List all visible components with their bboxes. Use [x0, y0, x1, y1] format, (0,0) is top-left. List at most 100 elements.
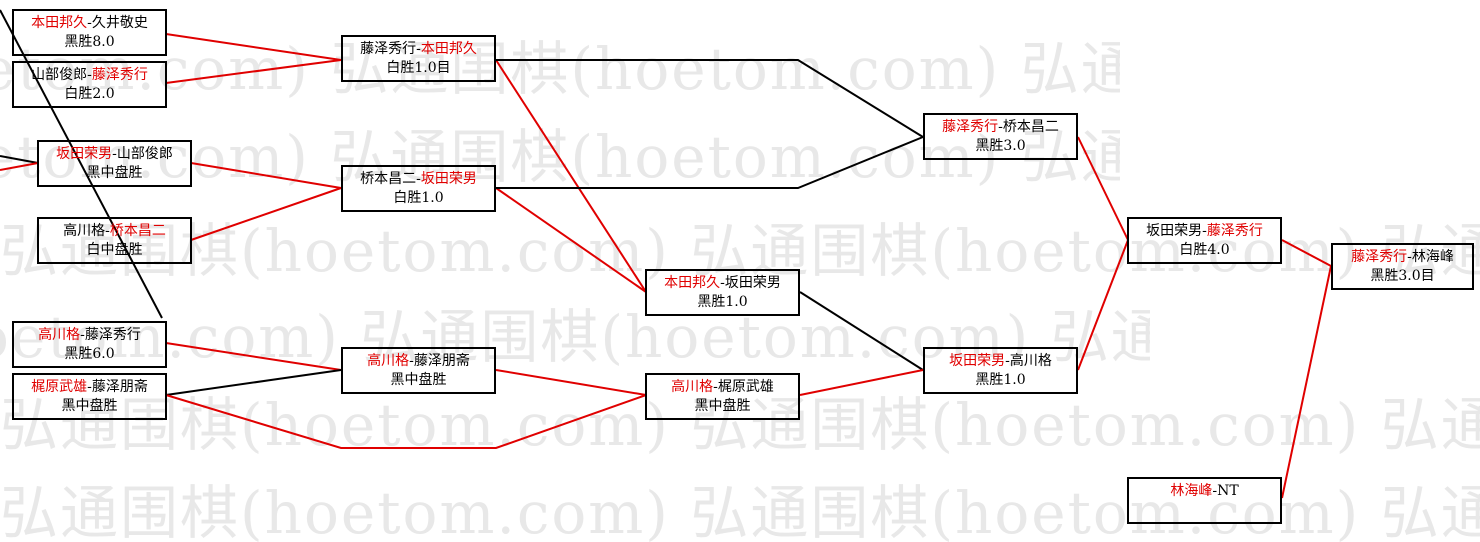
connector-line	[1281, 265, 1332, 499]
watermark-text: 弘通围棋(hoetom.com)	[1380, 396, 1480, 454]
connector-line	[165, 59, 342, 84]
watermark-text: 弘通围棋(hoetom.com)	[1020, 40, 1120, 98]
match-result: 黑中盘胜	[61, 398, 118, 414]
watermark-row: 弘通围棋(hoetom.com) 弘通围棋(hoetom.com) 弘通围棋(h…	[0, 40, 1120, 98]
match-result: 黑中盘胜	[390, 372, 447, 388]
winner-name: 林海峰	[1170, 483, 1213, 499]
winner-name: 藤泽秀行	[1206, 223, 1263, 239]
watermark-text: 弘通围棋(hoetom.com)	[1020, 128, 1120, 186]
player-name: 藤泽秀行	[360, 41, 417, 57]
winner-name: 本田邦久	[31, 15, 88, 31]
match-result: 白胜1.0目	[386, 60, 451, 76]
watermark-text: 弘通围棋(hoetom.com)	[1380, 222, 1480, 280]
match-box[interactable]: 藤泽秀行-本田邦久 白胜1.0目	[341, 35, 496, 82]
watermark-row: 弘通围棋(hoetom.com) 弘通围棋(hoetom.com) 弘通围棋(h…	[0, 128, 1120, 186]
winner-name: 藤泽秀行	[942, 119, 999, 135]
connector-line	[1077, 136, 1129, 241]
connector-line	[190, 187, 342, 241]
match-box[interactable]: 高川格-桥本昌二 白中盘胜	[37, 217, 192, 264]
match-box[interactable]: 本田邦久-久井敬史 黑胜8.0	[12, 9, 167, 56]
match-result: 黑胜3.0目	[1370, 268, 1435, 284]
watermark-text: 弘通围棋(hoetom.com)	[1050, 308, 1150, 366]
connector-line	[0, 162, 39, 171]
watermark-row: 弘通围棋(hoetom.com) 弘通围棋(hoetom.com) 弘通围棋(h…	[0, 484, 1480, 542]
winner-name: 坂田荣男	[56, 146, 113, 162]
winner-name: 坂田荣男	[949, 353, 1006, 369]
watermark-text: 弘通围棋(hoetom.com)	[0, 128, 310, 186]
connector-line	[165, 394, 647, 449]
watermark-text: 弘通围棋(hoetom.com)	[0, 396, 670, 454]
watermark-text: 弘通围棋(hoetom.com)	[690, 396, 1361, 454]
connector-line	[1281, 239, 1332, 267]
match-result: 白胜4.0	[1179, 242, 1230, 258]
player-name: 高川格	[1009, 353, 1052, 369]
watermark-text: 弘通围棋(hoetom.com)	[1380, 484, 1480, 542]
match-box[interactable]: 藤泽秀行-桥本昌二 黑胜3.0	[923, 113, 1078, 160]
match-result: 黑中盘胜	[86, 165, 143, 181]
connector-line	[495, 187, 647, 293]
match-box[interactable]: 坂田荣男-高川格 黑胜1.0	[923, 347, 1078, 394]
player-name: 久井敬史	[91, 15, 148, 31]
winner-name: 高川格	[38, 327, 81, 343]
winner-name: 桥本昌二	[109, 223, 166, 239]
match-box[interactable]: 山部俊郎-藤泽秀行 白胜2.0	[12, 61, 167, 108]
match-box[interactable]: 高川格-藤泽秀行 黑胜6.0	[12, 321, 167, 368]
match-box[interactable]: 林海峰-NT	[1127, 477, 1282, 524]
match-box[interactable]: 高川格-藤泽朋斋 黑中盘胜	[341, 347, 496, 394]
winner-name: 梶原武雄	[31, 379, 88, 395]
watermark-row: 弘通围棋(hoetom.com) 弘通围棋(hoetom.com) 弘通围棋(h…	[0, 308, 1150, 366]
match-result: 黑胜1.0	[697, 294, 748, 310]
match-box[interactable]: 坂田荣男-山部俊郎 黑中盘胜	[37, 140, 192, 187]
winner-name: 本田邦久	[664, 275, 721, 291]
player-name: 梶原武雄	[717, 379, 774, 395]
connector-line	[496, 136, 924, 189]
player-name: 山部俊郎	[116, 146, 173, 162]
match-box[interactable]: 梶原武雄-藤泽朋斋 黑中盘胜	[12, 373, 167, 420]
player-name: 坂田荣男	[1146, 223, 1203, 239]
player-name: 林海峰	[1411, 249, 1454, 265]
match-result: 黑胜1.0	[975, 372, 1026, 388]
player-name: 藤泽秀行	[84, 327, 141, 343]
connector-line	[165, 33, 342, 61]
winner-name: 本田邦久	[420, 41, 477, 57]
player-name: 桥本昌二	[1002, 119, 1059, 135]
match-result: 白胜2.0	[64, 86, 115, 102]
player-name: NT	[1217, 483, 1239, 499]
player-name: 藤泽朋斋	[413, 353, 470, 369]
match-result: 白中盘胜	[86, 242, 143, 258]
final-match-box[interactable]: 藤泽秀行-林海峰 黑胜3.0目	[1331, 243, 1474, 290]
watermark-row: 弘通围棋(hoetom.com) 弘通围棋(hoetom.com) 弘通围棋(h…	[0, 222, 1480, 280]
match-result: 黑胜3.0	[975, 138, 1026, 154]
connector-line	[799, 291, 924, 371]
match-box[interactable]: 高川格-梶原武雄 黑中盘胜	[645, 373, 800, 420]
player-name: 山部俊郎	[31, 67, 88, 83]
match-result: 黑胜6.0	[64, 346, 115, 362]
player-name: 高川格	[63, 223, 106, 239]
watermark-text: 弘通围棋(hoetom.com)	[690, 222, 1361, 280]
watermark-text: 弘通围棋(hoetom.com)	[330, 40, 1001, 98]
connector-line	[1077, 239, 1129, 371]
winner-name: 高川格	[671, 379, 714, 395]
connector-line	[495, 369, 647, 396]
match-result: 黑中盘胜	[694, 398, 751, 414]
match-result: 白胜1.0	[393, 190, 444, 206]
watermark-text: 弘通围棋(hoetom.com)	[0, 484, 670, 542]
watermark-text: 弘通围棋(hoetom.com)	[690, 484, 1361, 542]
connector-line	[0, 155, 39, 164]
watermark-text: 弘通围棋(hoetom.com)	[0, 222, 670, 280]
player-name: 藤泽朋斋	[91, 379, 148, 395]
match-box[interactable]: 桥本昌二-坂田荣男 白胜1.0	[341, 165, 496, 212]
watermark-row: 弘通围棋(hoetom.com) 弘通围棋(hoetom.com) 弘通围棋(h…	[0, 396, 1480, 454]
match-box[interactable]: 本田邦久-坂田荣男 黑胜1.0	[645, 269, 800, 316]
connector-line	[495, 59, 647, 293]
connector-line	[165, 369, 342, 396]
winner-name: 藤泽秀行	[91, 67, 148, 83]
connector-line	[496, 59, 924, 138]
player-name: 坂田荣男	[724, 275, 781, 291]
winner-name: 高川格	[367, 353, 410, 369]
winner-name: 坂田荣男	[420, 171, 477, 187]
connector-line	[165, 342, 342, 371]
match-box[interactable]: 坂田荣男-藤泽秀行 白胜4.0	[1127, 217, 1282, 264]
winner-name: 藤泽秀行	[1351, 249, 1408, 265]
